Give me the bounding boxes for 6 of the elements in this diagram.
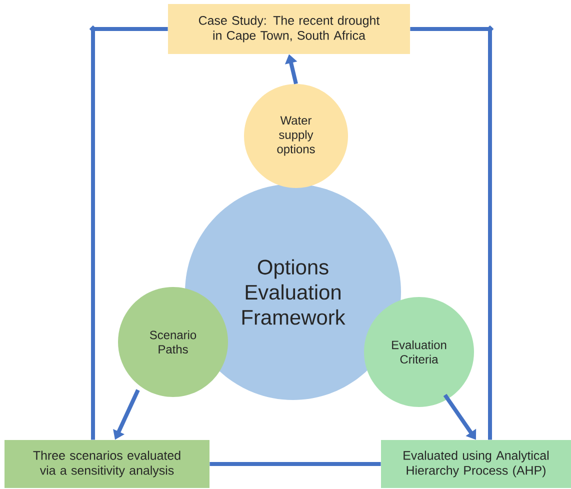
connector-line xyxy=(410,25,494,440)
connector-line xyxy=(210,462,381,466)
outcome-box: Three scenarios evaluated via a sensitivity analysis xyxy=(4,440,210,488)
outcome-box: Evaluated using Analytical Hierarchy Process (AHP) xyxy=(381,440,571,488)
connector-line xyxy=(89,25,168,440)
case-study-box: Case Study: The recent drought in Cape Town, South Africa xyxy=(168,4,410,54)
